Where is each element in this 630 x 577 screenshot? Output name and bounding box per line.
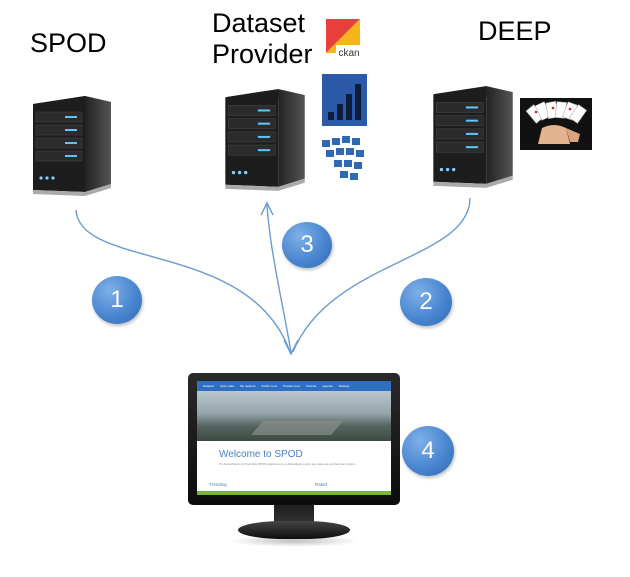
site-intro-text: The Social Platform for Open Data (SPOD)… bbox=[219, 463, 356, 466]
deep-server-icon bbox=[433, 86, 513, 188]
arrow-client-to-provider bbox=[266, 204, 292, 353]
site-nav-item: Agenda bbox=[322, 384, 333, 388]
spod-label: SPOD bbox=[30, 28, 107, 58]
site-hero-image bbox=[197, 391, 391, 441]
deep-label: DEEP bbox=[478, 16, 552, 46]
arrow-deep-to-client bbox=[292, 197, 471, 353]
arrowhead-up bbox=[260, 201, 274, 216]
site-title: Welcome to SPOD bbox=[219, 449, 303, 460]
playing-cards-logo bbox=[520, 98, 592, 150]
bar-chart-logo bbox=[322, 74, 367, 126]
monitor-shadow bbox=[228, 535, 360, 547]
site-rated-heading: Rated bbox=[315, 482, 328, 487]
dataset-provider-server-icon bbox=[225, 89, 305, 191]
monitor-base bbox=[238, 521, 350, 539]
site-nav-item: Friends bbox=[306, 384, 317, 388]
client-monitor: Datalets Open data My network Public roo… bbox=[188, 373, 400, 551]
step-badge-4: 4 bbox=[402, 426, 454, 476]
site-nav-item: Private room bbox=[283, 384, 301, 388]
site-trending-heading: Trending bbox=[209, 482, 227, 487]
arrow-spod-to-client bbox=[75, 209, 291, 353]
site-nav-item: Open data bbox=[220, 384, 235, 388]
cube-logo bbox=[322, 136, 364, 180]
ckan-logo-text: ckan bbox=[338, 48, 359, 59]
ckan-logo: ckan bbox=[322, 15, 364, 63]
site-accent-bar bbox=[197, 491, 391, 495]
monitor-neck bbox=[274, 505, 314, 523]
spod-server-icon bbox=[33, 96, 111, 196]
step-badge-3: 3 bbox=[282, 222, 332, 268]
site-nav-item: My network bbox=[240, 384, 256, 388]
dataset-provider-label: Dataset Provider bbox=[212, 8, 313, 70]
step-badge-1: 1 bbox=[92, 276, 142, 324]
spod-website-screen: Datalets Open data My network Public roo… bbox=[197, 381, 391, 495]
dataset-provider-label-line1: Dataset bbox=[212, 8, 306, 38]
monitor-bezel: Datalets Open data My network Public roo… bbox=[188, 373, 400, 505]
arrowhead-down bbox=[283, 339, 299, 356]
site-nav-item: Public room bbox=[261, 384, 278, 388]
site-nav-bar: Datalets Open data My network Public roo… bbox=[197, 381, 391, 391]
site-nav-item: Datalets bbox=[203, 384, 215, 388]
dataset-provider-label-line2: Provider bbox=[212, 39, 313, 69]
site-nav-item: Settings bbox=[338, 384, 350, 388]
step-badge-2: 2 bbox=[400, 278, 452, 326]
